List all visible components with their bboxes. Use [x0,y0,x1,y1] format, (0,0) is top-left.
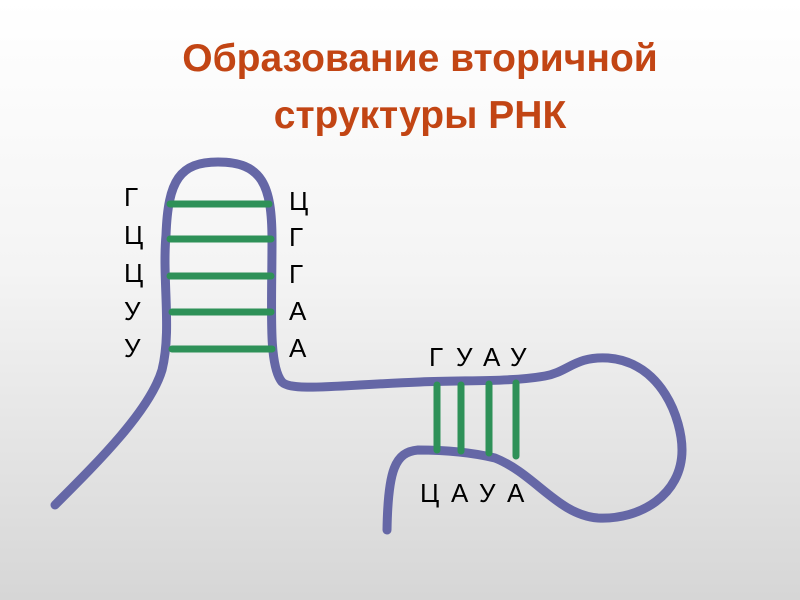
base-label: Г [124,182,138,212]
loop-top-bases: Г У А У [429,342,527,372]
base-label: А [289,333,307,363]
hairpin-bonds [166,200,276,353]
base-label: А [483,342,501,372]
title-line-1: Образование вторичной [182,37,658,80]
base-label: Г [429,342,443,372]
base-label: Ц [124,220,143,250]
base-label: Ц [124,258,143,288]
rna-strand [50,157,687,535]
base-label: Г [289,259,303,289]
base-label: У [479,478,496,508]
base-label: А [289,296,307,326]
hairpin-left-bases: Г Ц Ц У У [124,182,143,363]
base-label: Ц [420,478,439,508]
base-label: У [124,333,141,363]
base-label: А [451,478,469,508]
base-label: У [510,342,527,372]
loop-bonds [433,379,520,460]
title-line-2: структуры РНК [273,94,567,137]
loop-bottom-bases: Ц А У А [420,478,525,508]
hairpin-right-bases: Ц Г Г А А [289,186,308,363]
base-label: У [124,296,141,326]
base-label: У [456,342,473,372]
slide-title: Образование вторичной структуры РНК [0,30,800,144]
base-label: Г [289,222,303,252]
base-label: Ц [289,186,308,216]
base-label: А [507,478,525,508]
